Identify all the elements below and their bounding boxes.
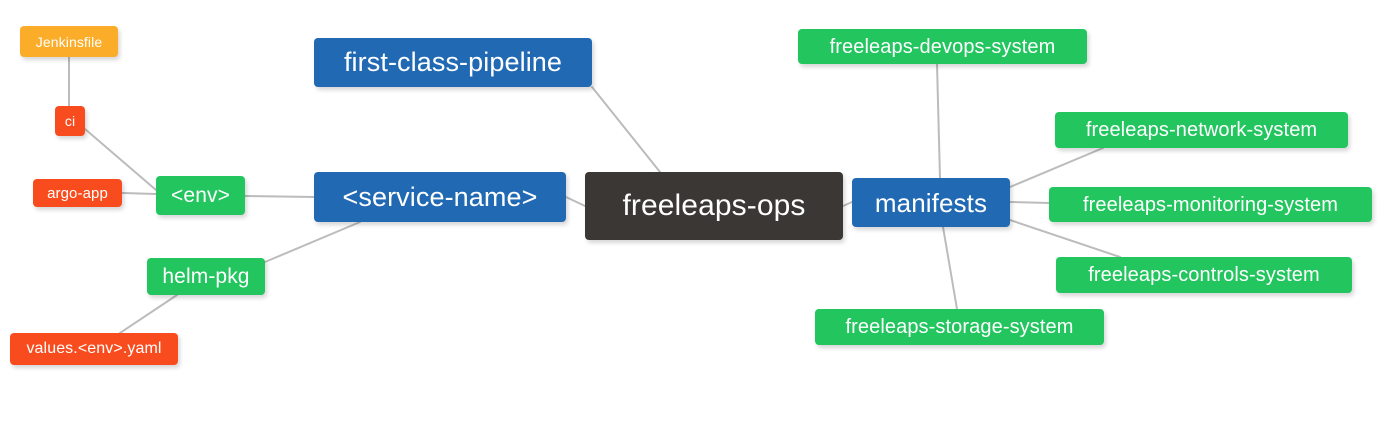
- node-devops-system[interactable]: freeleaps-devops-system: [798, 29, 1087, 64]
- edge-service-name-to-helm-pkg: [264, 221, 361, 263]
- edge-helm-pkg-to-values-yaml: [119, 294, 178, 334]
- node-jenkinsfile[interactable]: Jenkinsfile: [20, 26, 118, 57]
- edge-manifests-to-controls-system: [1009, 219, 1121, 258]
- node-values-yaml[interactable]: values.<env>.yaml: [10, 333, 178, 365]
- node-ci[interactable]: ci: [55, 106, 85, 136]
- node-label: manifests: [874, 187, 988, 218]
- edge-root-to-manifests: [842, 201, 853, 207]
- edge-manifests-to-devops-system: [936, 63, 941, 179]
- node-controls-system[interactable]: freeleaps-controls-system: [1056, 257, 1352, 293]
- edge-manifests-to-network-system: [1009, 147, 1104, 188]
- node-label: freeleaps-devops-system: [829, 35, 1056, 58]
- node-label: freeleaps-controls-system: [1088, 264, 1320, 286]
- node-label: values.<env>.yaml: [26, 340, 162, 357]
- node-label: freeleaps-storage-system: [845, 316, 1074, 338]
- node-label: helm-pkg: [162, 265, 250, 288]
- node-label: Jenkinsfile: [35, 33, 103, 50]
- node-monitoring-system[interactable]: freeleaps-monitoring-system: [1049, 187, 1372, 222]
- node-argo-app[interactable]: argo-app: [33, 179, 122, 207]
- node-label: <env>: [171, 184, 230, 207]
- edge-manifests-to-storage-system: [942, 226, 958, 310]
- edge-root-to-first-class-pipeline: [591, 86, 661, 173]
- node-label: argo-app: [47, 184, 108, 202]
- node-first-class-pipeline[interactable]: first-class-pipeline: [314, 38, 592, 87]
- edge-root-to-service-name: [565, 196, 586, 207]
- node-label: freeleaps-ops: [622, 189, 806, 222]
- node-label: ci: [64, 113, 76, 129]
- node-label: freeleaps-monitoring-system: [1082, 193, 1338, 216]
- edge-env-to-argo-app: [121, 192, 157, 195]
- node-env[interactable]: <env>: [156, 176, 245, 215]
- node-label: freeleaps-network-system: [1085, 119, 1318, 141]
- edge-manifests-to-monitoring-system: [1009, 201, 1050, 204]
- node-root[interactable]: freeleaps-ops: [585, 172, 843, 240]
- node-network-system[interactable]: freeleaps-network-system: [1055, 112, 1348, 148]
- node-helm-pkg[interactable]: helm-pkg: [147, 258, 265, 295]
- edge-service-name-to-env: [244, 195, 315, 198]
- node-storage-system[interactable]: freeleaps-storage-system: [815, 309, 1104, 345]
- node-service-name[interactable]: <service-name>: [314, 172, 566, 222]
- node-label: first-class-pipeline: [343, 47, 563, 77]
- node-manifests[interactable]: manifests: [852, 178, 1010, 227]
- node-label: <service-name>: [342, 181, 538, 212]
